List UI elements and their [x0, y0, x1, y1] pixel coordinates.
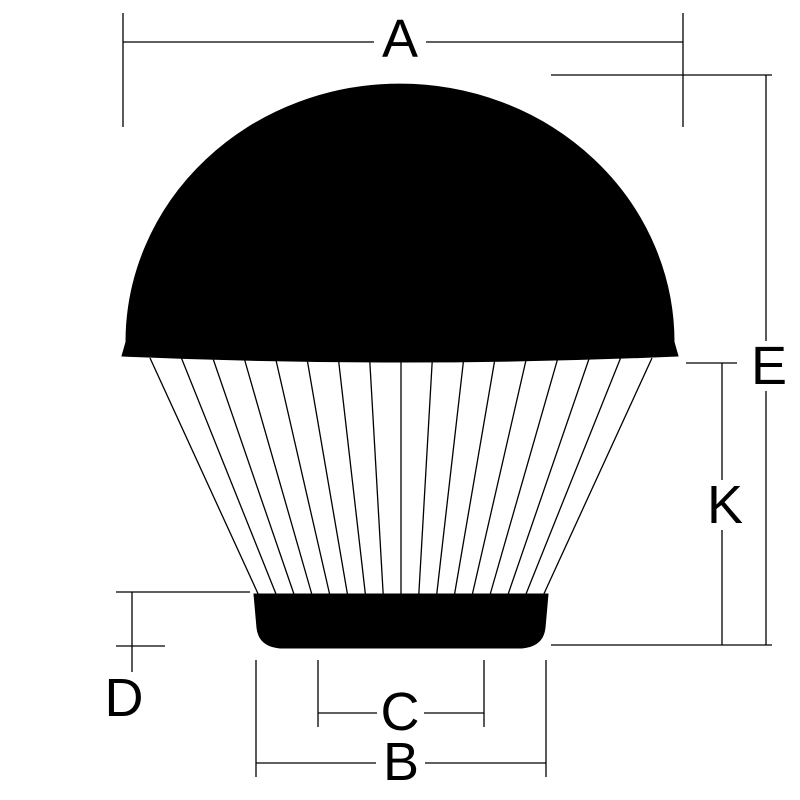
dim-b-extension-lines	[255, 660, 547, 777]
dimension-k: K	[686, 362, 743, 645]
dim-label-k: K	[707, 475, 743, 535]
bulb-figure	[121, 83, 679, 649]
dimension-d: D	[105, 591, 250, 728]
dimension-c: C	[317, 660, 485, 742]
dimension-e: E	[551, 74, 787, 646]
bulb-base	[253, 593, 549, 649]
dim-label-a: A	[382, 9, 418, 69]
dim-d-extension-lines	[116, 591, 250, 647]
dim-label-c: C	[381, 682, 420, 742]
dim-label-e: E	[751, 336, 787, 396]
dimension-b: B	[255, 660, 547, 792]
dim-c-extension-lines	[317, 660, 485, 727]
dimension-a: A	[122, 9, 684, 127]
dim-e-extension-lines	[551, 74, 772, 646]
dim-label-b: B	[383, 732, 419, 792]
shade-rib-lines	[149, 357, 653, 599]
dim-label-d: D	[105, 668, 144, 728]
dim-a-extension-lines	[122, 13, 684, 127]
dome-cap	[121, 83, 679, 363]
